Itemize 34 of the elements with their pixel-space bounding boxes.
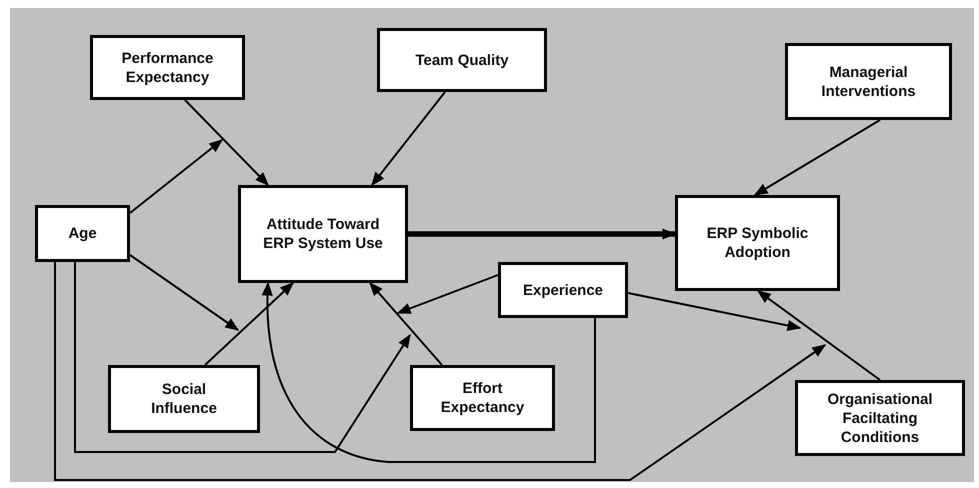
construct-box	[238, 185, 408, 283]
arrow	[756, 290, 881, 381]
construct-label: Experience	[522, 280, 604, 300]
arrow	[74, 262, 411, 453]
construct-box	[108, 365, 260, 433]
arrow	[204, 282, 294, 366]
arrow	[754, 119, 881, 196]
construct-box	[410, 365, 555, 431]
arrow	[371, 91, 446, 186]
arrow	[129, 254, 240, 331]
construct-label: ERP Symbolic Adoption	[706, 224, 810, 262]
construct-box	[785, 43, 952, 120]
construct-label: Managerial Interventions	[820, 62, 917, 100]
arrow	[54, 262, 826, 481]
construct-box	[675, 195, 840, 291]
arrow	[184, 99, 269, 186]
arrow	[369, 282, 443, 366]
construct-box	[377, 28, 547, 92]
construct-box	[35, 205, 130, 262]
arrow	[129, 139, 224, 214]
arrow	[262, 282, 596, 463]
construct-label: Performance Expectancy	[120, 48, 214, 86]
construct-label: Organisational Faciltating Conditions	[826, 390, 934, 446]
construct-box	[795, 380, 965, 456]
construct-label: Effort Expectancy	[440, 379, 526, 417]
arrow	[396, 274, 498, 314]
arrow	[408, 228, 676, 240]
construct-label: Social Influence	[150, 380, 218, 418]
construct-label: Attitude Toward ERP System Use	[262, 215, 384, 253]
construct-box	[498, 262, 628, 318]
construct-box	[90, 35, 245, 100]
construct-label: Age	[67, 224, 98, 243]
arrow	[628, 292, 802, 331]
construct-label: Team Quality	[414, 50, 510, 70]
